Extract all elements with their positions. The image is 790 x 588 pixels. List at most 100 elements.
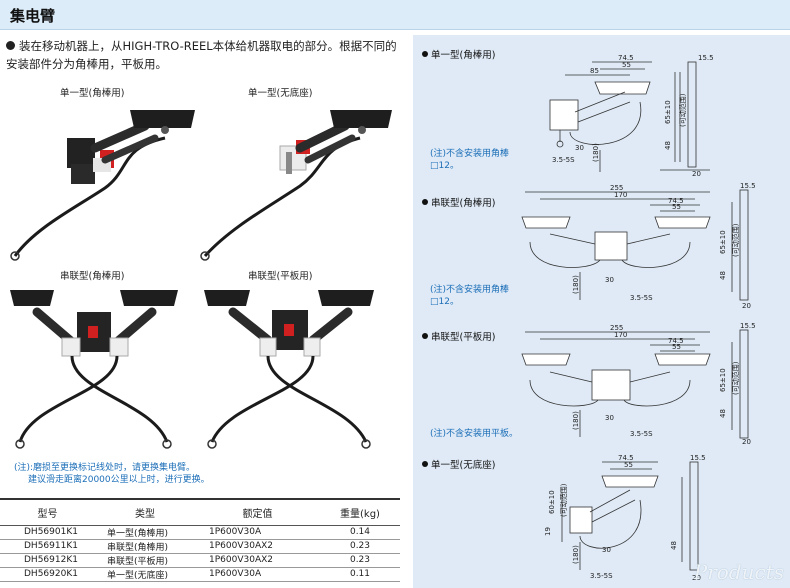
svg-text:(180): (180) bbox=[572, 545, 580, 564]
drawing-note-single-corner: (注)不含安装用角棒 □12。 bbox=[430, 149, 510, 171]
table-header-row: 型号 类型 额定值 重量(kg) bbox=[0, 498, 400, 526]
cell-type: 单一型(无底座) bbox=[95, 567, 195, 582]
svg-text:(180): (180) bbox=[572, 275, 580, 294]
bullet-icon bbox=[6, 41, 15, 50]
svg-text:20: 20 bbox=[692, 574, 701, 582]
svg-text:(180): (180) bbox=[572, 411, 580, 430]
drawing-title-single-corner: 单一型(角棒用) bbox=[422, 47, 495, 61]
svg-text:170: 170 bbox=[614, 331, 627, 339]
svg-text:15.5: 15.5 bbox=[740, 182, 756, 190]
replacement-note: (注):磨损至更换标记线处时，请更换集电臂。 建议滑走距离20000公里以上时，… bbox=[14, 462, 210, 486]
svg-text:(可动范围): (可动范围) bbox=[731, 361, 740, 395]
drawing-single-nobase: 74.5 55 15.5 60±10 (可动范围) 19 48 (180) 30… bbox=[544, 454, 706, 582]
svg-text:255: 255 bbox=[610, 184, 623, 192]
svg-text:65±10: 65±10 bbox=[719, 368, 727, 392]
cell-type: 串联型(平板用) bbox=[95, 553, 195, 568]
intro-paragraph: 装在移动机器上，从HIGH-TRO-REEL本体给机器取电的部分。根据不同的安装… bbox=[6, 37, 401, 73]
svg-text:255: 255 bbox=[610, 324, 623, 332]
cell-type: 串联型(角棒用) bbox=[95, 539, 195, 554]
cell-type: 单一型(角棒用) bbox=[95, 525, 195, 540]
intro-text: 装在移动机器上，从HIGH-TRO-REEL本体给机器取电的部分。根据不同的安装… bbox=[6, 39, 397, 71]
photo-label-tandem-corner: 串联型(角棒用) bbox=[60, 271, 125, 282]
bullet-icon bbox=[422, 51, 428, 57]
drawing-single-corner: 74.5 55 85 15.5 65±10 (可动范围) 48 (180) 30… bbox=[549, 54, 714, 178]
col-header-rating: 额定值 bbox=[195, 498, 320, 526]
svg-text:85: 85 bbox=[590, 67, 599, 75]
svg-text:74.5: 74.5 bbox=[668, 337, 684, 345]
svg-text:55: 55 bbox=[622, 61, 631, 69]
svg-text:74.5: 74.5 bbox=[618, 454, 634, 462]
drawing-tandem-plate: 255 170 74.5 55 15.5 65±10 (可动范围) 48 (18… bbox=[521, 322, 756, 446]
table-row: DH56901K1 单一型(角棒用) 1P600V30A 0.14 bbox=[0, 525, 400, 540]
cell-rating: 1P600V30A bbox=[195, 567, 320, 582]
svg-text:55: 55 bbox=[672, 203, 681, 211]
svg-text:55: 55 bbox=[624, 461, 633, 469]
cell-weight: 0.23 bbox=[320, 539, 400, 554]
photo-label-tandem-plate: 串联型(平板用) bbox=[248, 271, 313, 282]
replacement-note-line1: (注):磨损至更换标记线处时，请更换集电臂。 bbox=[14, 463, 196, 473]
svg-text:3.5-5S: 3.5-5S bbox=[552, 156, 575, 164]
svg-text:(180): (180) bbox=[592, 143, 600, 162]
svg-text:20: 20 bbox=[742, 438, 751, 446]
photo-tandem-plate bbox=[204, 290, 374, 449]
cell-weight: 0.14 bbox=[320, 525, 400, 540]
cell-model: DH56912K1 bbox=[0, 553, 95, 568]
section-title: 集电臂 bbox=[10, 7, 56, 25]
svg-text:(可动范围): (可动范围) bbox=[731, 223, 740, 257]
drawing-note-tandem-plate: (注)不含安装用平板。 bbox=[430, 429, 519, 439]
photo-tandem-corner bbox=[10, 290, 178, 449]
photo-label-single-corner: 单一型(角棒用) bbox=[60, 88, 125, 99]
cell-model: DH56901K1 bbox=[0, 525, 95, 540]
svg-text:74.5: 74.5 bbox=[668, 197, 684, 205]
svg-text:20: 20 bbox=[692, 170, 701, 178]
section-header: 集电臂 bbox=[0, 0, 790, 30]
svg-text:30: 30 bbox=[602, 546, 611, 554]
cell-model: DH56911K1 bbox=[0, 539, 95, 554]
col-header-weight: 重量(kg) bbox=[320, 498, 400, 526]
svg-text:60±10: 60±10 bbox=[548, 490, 556, 514]
svg-text:65±10: 65±10 bbox=[719, 230, 727, 254]
watermark-logo: Products bbox=[693, 560, 784, 584]
svg-text:74.5: 74.5 bbox=[618, 54, 634, 62]
col-header-model: 型号 bbox=[0, 498, 95, 526]
svg-text:20: 20 bbox=[742, 302, 751, 310]
cell-weight: 0.23 bbox=[320, 553, 400, 568]
cell-model: DH56920K1 bbox=[0, 567, 95, 582]
svg-text:48: 48 bbox=[670, 541, 678, 550]
svg-text:170: 170 bbox=[614, 191, 627, 199]
drawing-tandem-corner: 255 170 74.5 55 15.5 65±10 (可动范围) 48 (18… bbox=[521, 182, 756, 310]
cell-rating: 1P600V30A bbox=[195, 525, 320, 540]
table-row: DH56920K1 单一型(无底座) 1P600V30A 0.11 bbox=[0, 567, 400, 582]
svg-text:30: 30 bbox=[575, 144, 584, 152]
drawings-panel bbox=[413, 35, 790, 588]
spec-table: 型号 类型 额定值 重量(kg) DH56901K1 单一型(角棒用) 1P60… bbox=[0, 498, 400, 582]
svg-text:48: 48 bbox=[719, 271, 727, 280]
table-row: DH56912K1 串联型(平板用) 1P600V30AX2 0.23 bbox=[0, 553, 400, 568]
photo-single-corner bbox=[10, 110, 195, 261]
svg-text:15.5: 15.5 bbox=[690, 454, 706, 462]
table-row: DH56911K1 串联型(角棒用) 1P600V30AX2 0.23 bbox=[0, 539, 400, 554]
bullet-icon bbox=[422, 199, 428, 205]
svg-text:3.5-5S: 3.5-5S bbox=[630, 430, 653, 438]
col-header-type: 类型 bbox=[95, 498, 195, 526]
svg-text:30: 30 bbox=[605, 414, 614, 422]
svg-text:15.5: 15.5 bbox=[740, 322, 756, 330]
drawing-title-tandem-corner: 串联型(角棒用) bbox=[422, 195, 495, 209]
svg-text:48: 48 bbox=[719, 409, 727, 418]
svg-text:3.5-5S: 3.5-5S bbox=[630, 294, 653, 302]
bullet-icon bbox=[422, 461, 428, 467]
svg-text:30: 30 bbox=[605, 276, 614, 284]
svg-text:15.5: 15.5 bbox=[698, 54, 714, 62]
drawing-title-tandem-plate: 串联型(平板用) bbox=[422, 329, 495, 343]
svg-text:19: 19 bbox=[544, 527, 552, 536]
svg-text:(可动范围): (可动范围) bbox=[559, 483, 568, 517]
bullet-icon bbox=[422, 333, 428, 339]
svg-text:65±10: 65±10 bbox=[664, 100, 672, 124]
photo-label-single-nobase: 单一型(无底座) bbox=[248, 88, 313, 99]
cell-rating: 1P600V30AX2 bbox=[195, 553, 320, 568]
svg-text:(可动范围): (可动范围) bbox=[678, 93, 687, 127]
cell-weight: 0.11 bbox=[320, 567, 400, 582]
cell-rating: 1P600V30AX2 bbox=[195, 539, 320, 554]
drawing-title-single-nobase: 单一型(无底座) bbox=[422, 457, 495, 471]
svg-text:55: 55 bbox=[672, 343, 681, 351]
